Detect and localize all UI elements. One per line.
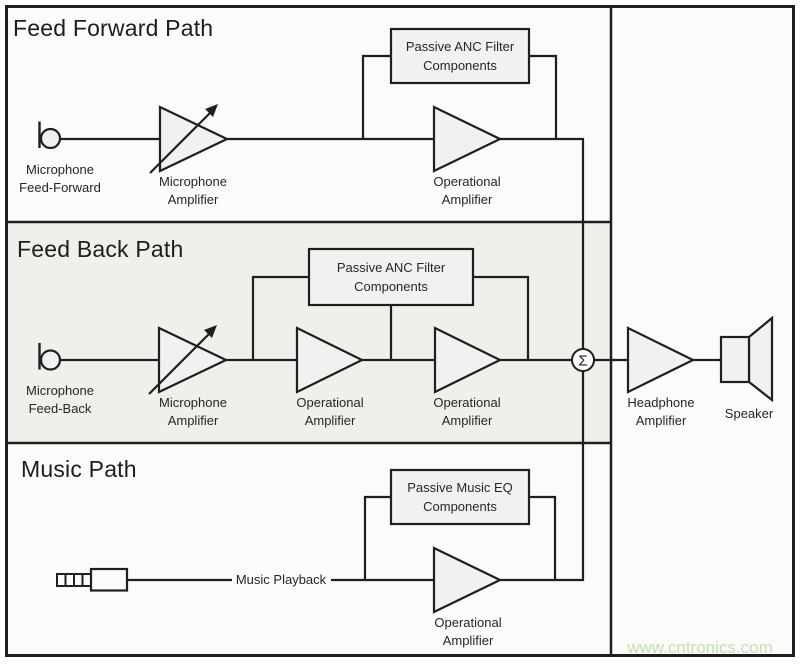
microphone-icon <box>38 121 62 150</box>
passive-anc-filter-box <box>307 247 475 307</box>
music-path-section <box>56 371 585 614</box>
op-amp-symbol <box>433 326 503 394</box>
variable-gain-arrow-icon <box>148 325 217 395</box>
mic-amplifier-symbol <box>149 104 230 174</box>
feed-forward-path-section <box>38 27 585 349</box>
passive-anc-filter-box <box>389 27 531 85</box>
wire <box>473 275 530 360</box>
feed-forward-wires <box>60 54 585 349</box>
arrow-shaft <box>148 332 211 395</box>
speaker-icon <box>719 315 774 403</box>
outer-frame <box>5 5 795 657</box>
amplifier-triangle <box>157 326 229 394</box>
arrow-head <box>205 104 218 117</box>
wire <box>500 371 585 582</box>
summing-circle <box>571 348 595 372</box>
sigma-symbol: Σ <box>578 353 587 370</box>
arrow-shaft <box>149 111 212 174</box>
wire <box>500 137 585 349</box>
headphone-amplifier-symbol <box>626 326 696 394</box>
summing-node: Σ <box>571 348 595 372</box>
wire <box>363 495 391 580</box>
feed-back-path-section <box>38 247 572 395</box>
wire <box>529 54 558 139</box>
mic-circle <box>39 349 62 371</box>
variable-gain-arrow-icon <box>149 104 218 174</box>
speaker-driver <box>719 335 751 384</box>
mic-amplifier-symbol <box>148 325 229 395</box>
op-amp-symbol <box>432 546 503 614</box>
mic-circle <box>39 127 62 150</box>
amplifier-triangle <box>158 105 230 173</box>
microphone-icon <box>38 343 62 371</box>
jack-body <box>89 567 129 592</box>
audio-jack-icon <box>56 567 129 592</box>
music-wires <box>127 371 585 582</box>
feed-back-wires <box>60 275 572 362</box>
op-amp-symbol <box>295 326 365 394</box>
op-amp-symbol <box>432 105 503 173</box>
wire <box>529 495 557 580</box>
wire <box>361 54 391 139</box>
arrow-head <box>204 325 217 338</box>
output-section: Σ <box>571 315 774 403</box>
passive-music-eq-box <box>389 468 531 526</box>
section-borders <box>5 5 795 657</box>
wire <box>251 275 309 360</box>
